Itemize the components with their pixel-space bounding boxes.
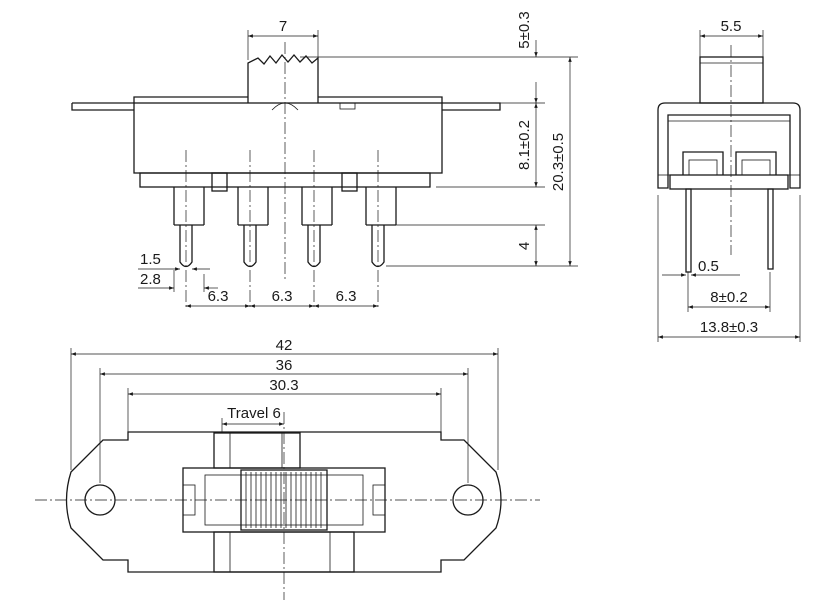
- pin-row-spacing-label: 8±0.2: [710, 289, 747, 306]
- side-view: 7 5±0.3 8.1±0.2 20.3±0.5 4 1.5 2.8 6.3: [71, 11, 578, 310]
- body-height-label: 8.1±0.2: [516, 120, 533, 170]
- pin-width-label: 1.5: [140, 251, 161, 268]
- upper-tab: [213, 432, 301, 469]
- pin-2: [237, 187, 269, 268]
- pitch-2-label: 6.3: [272, 288, 293, 305]
- pins: [173, 187, 397, 268]
- pin-3: [301, 187, 333, 268]
- actuator-width-label: 7: [279, 18, 287, 35]
- end-actuator-width-label: 5.5: [721, 18, 742, 35]
- actuator-knob: [247, 53, 319, 103]
- standoff-left: [211, 172, 228, 192]
- standoff-right: [341, 172, 358, 192]
- end-contact-left: [682, 151, 724, 175]
- pin-4: [365, 187, 397, 268]
- top-view: 42 36 30.3 Travel 6: [35, 337, 540, 600]
- end-pin-right: [767, 188, 774, 270]
- end-view: 5.5 0.5 8±0.2 13.8±0.3: [657, 18, 801, 342]
- pitch-1-label: 6.3: [208, 288, 229, 305]
- pin-shoulder-label: 2.8: [140, 271, 161, 288]
- travel-label: Travel 6: [227, 405, 281, 422]
- body-detent: [339, 102, 356, 110]
- pitch-3-label: 6.3: [336, 288, 357, 305]
- switch-body: [133, 102, 443, 174]
- end-contact-right: [735, 151, 777, 175]
- end-housing: [657, 102, 801, 189]
- actuator-height-label: 5±0.3: [516, 11, 533, 48]
- end-actuator: [699, 56, 764, 104]
- body-length-label: 30.3: [269, 377, 298, 394]
- total-height-label: 20.3±0.5: [550, 133, 567, 191]
- pin-length-label: 4: [516, 242, 533, 250]
- pin-1: [173, 187, 205, 268]
- end-base: [669, 174, 789, 190]
- body-width-label: 13.8±0.3: [700, 319, 758, 336]
- overall-length-label: 42: [276, 337, 293, 354]
- end-pin-left: [685, 188, 692, 273]
- hole-spacing-label: 36: [276, 357, 293, 374]
- mounting-plate: [65, 431, 502, 573]
- pin-thickness-label: 0.5: [698, 258, 719, 275]
